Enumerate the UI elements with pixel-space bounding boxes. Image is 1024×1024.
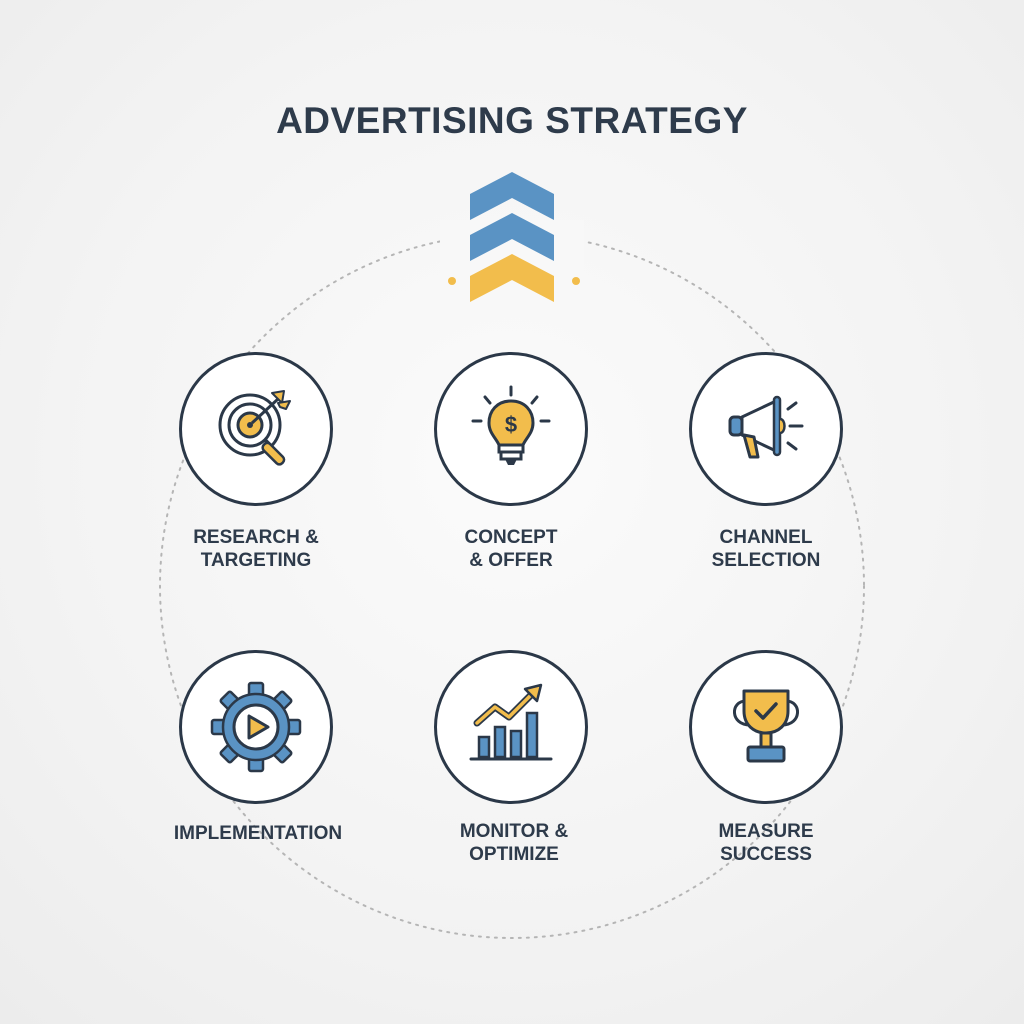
lightbulb-dollar-icon: $ [471, 385, 551, 465]
step-channel-selection-circle [689, 352, 843, 506]
step-channel-selection-label: CHANNEL SELECTION [711, 527, 821, 571]
target-magnifier-icon [218, 390, 291, 466]
orange-dot-left [448, 277, 456, 285]
step-concept-offer-circle: $ [434, 352, 588, 506]
step-measure-success-circle [689, 650, 843, 804]
step-research-targeting-circle [179, 352, 333, 506]
upward-chevrons-icon [470, 172, 554, 302]
trophy-icon [733, 689, 799, 763]
gear-play-icon [210, 681, 302, 773]
step-measure-success-label: MEASURE SUCCESS [718, 821, 814, 865]
megaphone-icon [728, 395, 804, 459]
step-monitor-optimize-label: MONITOR & OPTIMIZE [459, 821, 569, 865]
growth-chart-icon [469, 683, 553, 761]
step-implementation-circle [179, 650, 333, 804]
svg-text:$: $ [505, 412, 517, 437]
step-research-targeting-label: RESEARCH & TARGETING [193, 527, 319, 571]
page-title: ADVERTISING STRATEGY [276, 100, 748, 141]
step-monitor-optimize-circle [434, 650, 588, 804]
orange-dot-right [572, 277, 580, 285]
step-implementation-label: IMPLEMENTATION [173, 823, 343, 844]
step-concept-offer-label: CONCEPT & OFFER [464, 527, 558, 571]
